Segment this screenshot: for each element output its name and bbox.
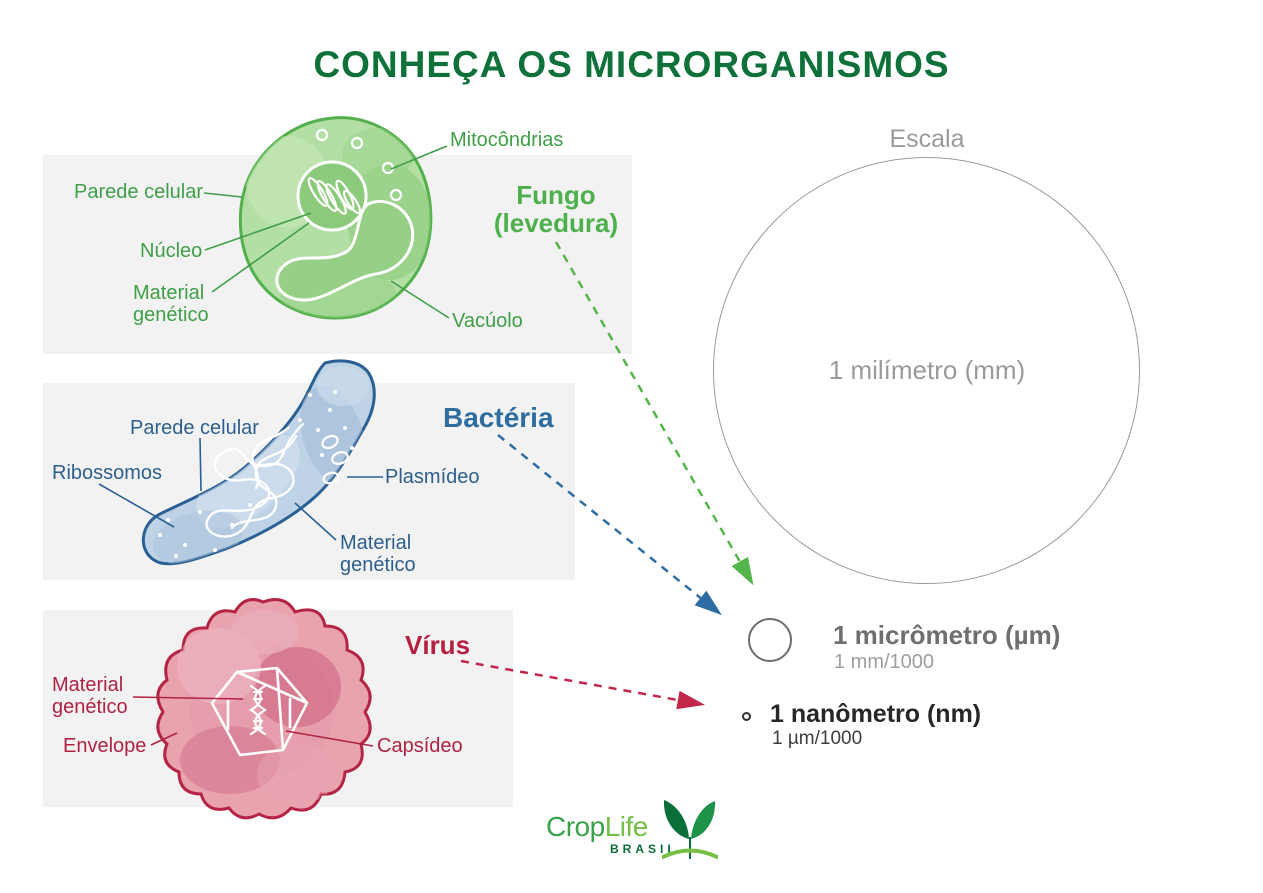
bacteria-label-cell-wall: Parede celular <box>130 417 259 439</box>
millimeter-label: 1 milímetro (mm) <box>828 355 1026 385</box>
virus-heading: Vírus <box>405 630 471 660</box>
virus-label-genetic-material: Material genético <box>52 674 128 719</box>
nanometer-dot <box>742 712 751 721</box>
plasmid-ovals <box>321 434 349 485</box>
fungus-heading: Fungo (levedura) <box>493 180 619 238</box>
vacuole-shape <box>275 200 415 302</box>
virus-label-envelope: Envelope <box>63 735 147 757</box>
fungus-cell-illustration <box>238 116 433 320</box>
fungus-label-mitochondria: Mitocôndrias <box>450 129 564 151</box>
fungus-label-cell-wall: Parede celular <box>74 181 203 203</box>
virus-illustration <box>156 598 372 820</box>
dna-helix-icon <box>248 684 268 736</box>
nanometer-sublabel: 1 µm/1000 <box>772 728 863 749</box>
fungus-label-nucleus: Núcleo <box>140 240 203 262</box>
genetic-material-tangle <box>205 422 305 538</box>
ribosome-dots <box>158 390 354 558</box>
bacteria-illustration <box>141 359 376 566</box>
logo-life-text: Life <box>604 811 649 842</box>
plant-sprout-icon <box>662 800 718 859</box>
page-title: CONHEÇA OS MICRORGANISMOS <box>313 44 950 85</box>
fungus-label-genetic-material: Material genético <box>133 282 209 327</box>
micrometer-sublabel: 1 mm/1000 <box>834 651 935 673</box>
nanometer-label: 1 nanômetro (nm) <box>770 700 982 728</box>
bacteria-label-genetic-material: Material genético <box>340 532 416 577</box>
fungus-label-vacuole: Vacúolo <box>452 310 523 332</box>
capsid-hexagon <box>210 666 309 757</box>
micrometer-circle <box>748 618 792 662</box>
bacteria-label-ribosomes: Ribossomos <box>52 462 163 484</box>
millimeter-circle <box>713 157 1140 584</box>
micrometer-label: 1 micrômetro (µm) <box>833 620 1061 650</box>
logo-country-text: BRASIL <box>610 842 679 856</box>
bacteria-heading: Bactéria <box>443 402 554 433</box>
genetic-material-coils <box>307 177 362 215</box>
bacteria-label-plasmid: Plasmídeo <box>385 466 480 488</box>
logo-crop-text: Crop <box>546 811 605 842</box>
logo-wordmark: CropLife <box>546 811 648 843</box>
scale-heading: Escala <box>889 125 965 153</box>
croplife-brasil-logo: CropLife BRASIL <box>546 795 726 875</box>
virus-label-capsid: Capsídeo <box>377 735 463 757</box>
